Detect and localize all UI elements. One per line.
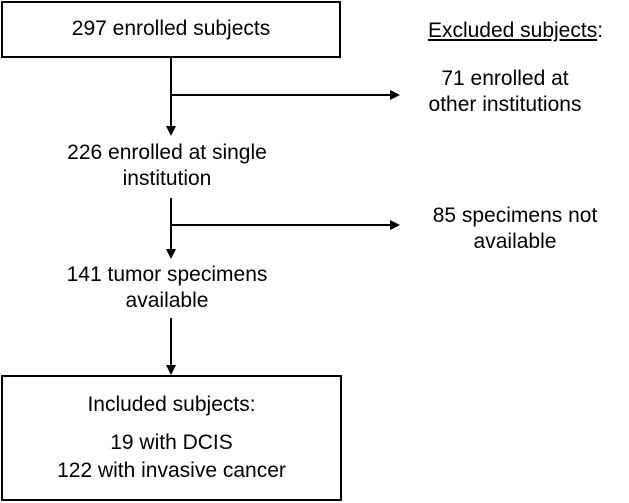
excluded-other-institutions: 71 enrolled at other institutions — [395, 66, 615, 118]
included-heading: Included subjects: — [87, 393, 256, 416]
tumor-line2: available — [125, 289, 209, 312]
excluded-1-line2: other institutions — [428, 93, 582, 116]
single-line1: 226 enrolled at single — [67, 141, 267, 164]
enrolled-text: 297 enrolled subjects — [71, 17, 271, 40]
excluded-2-line2: available — [473, 230, 557, 253]
excluded-2-line1: 85 specimens not — [432, 204, 598, 227]
tumor-specimens-text: 141 tumor specimens available — [22, 262, 312, 314]
single-line2: institution — [122, 167, 212, 190]
excluded-heading: Excluded subjects: — [408, 18, 623, 44]
excluded-heading-label: Excluded subjects — [427, 19, 598, 42]
included-dcis: 19 with DCIS — [110, 431, 233, 454]
excluded-heading-colon: : — [597, 19, 604, 42]
included-box — [1, 375, 342, 501]
enrolled-box — [1, 1, 341, 58]
tumor-line1: 141 tumor specimens — [66, 263, 268, 286]
excluded-1-line1: 71 enrolled at — [441, 67, 569, 90]
single-institution-text: 226 enrolled at single institution — [22, 140, 312, 192]
included-invasive: 122 with invasive cancer — [57, 459, 286, 482]
excluded-specimens-not-available: 85 specimens not available — [405, 203, 625, 255]
